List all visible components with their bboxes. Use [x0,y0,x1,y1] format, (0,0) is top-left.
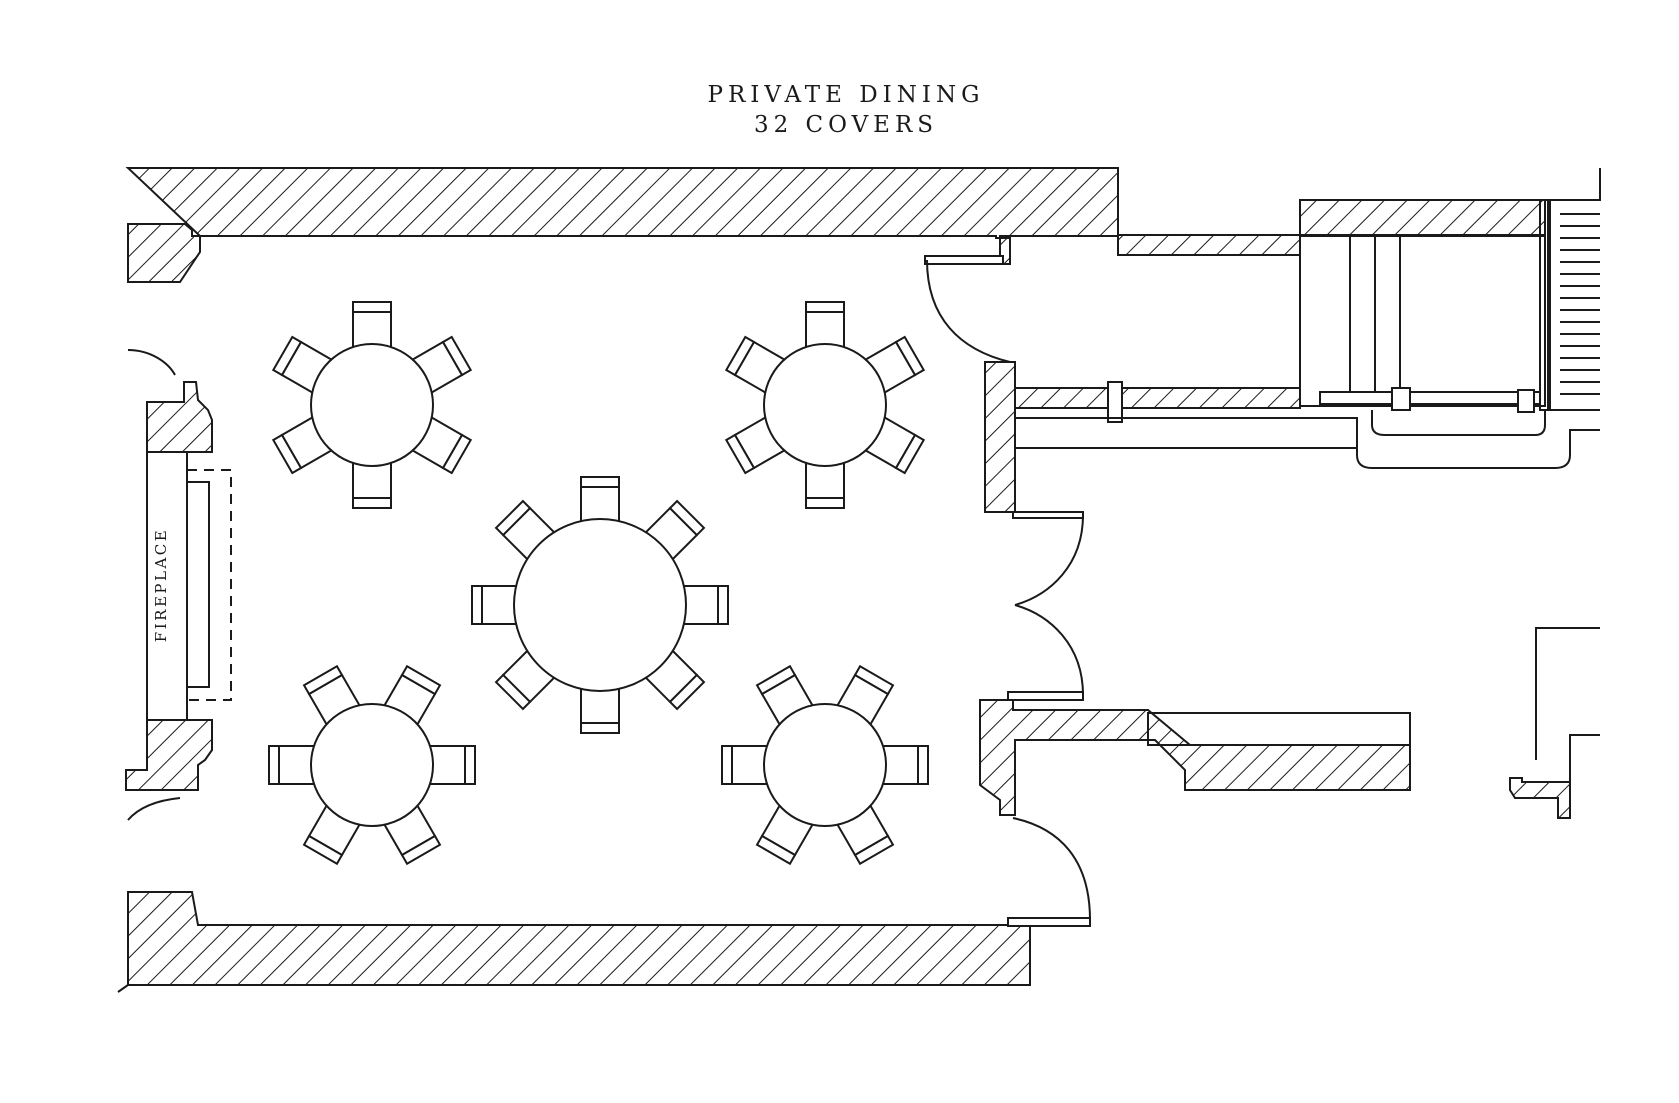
left-wall [125,349,232,821]
chair [721,745,775,785]
plan-subtitle: 32 COVERS [754,112,938,138]
table-center [471,476,729,734]
fireplace-label: FIREPLACE [152,528,170,642]
table-top-left [271,301,473,509]
chair [580,680,620,734]
table-top [763,343,887,467]
bottom-wall [117,891,1031,993]
table-top [310,703,434,827]
tables-group [268,301,929,866]
staircase [1299,199,1600,469]
table-top [513,518,687,692]
side-room [1509,627,1600,819]
table-top [763,703,887,827]
table-top-right [724,301,926,509]
table-bottom-left [268,664,476,866]
table-bottom-right [721,664,929,866]
right-partition [924,255,1411,927]
table-top [310,343,434,467]
plan-title: PRIVATE DINING [708,82,985,108]
chair [352,301,392,355]
